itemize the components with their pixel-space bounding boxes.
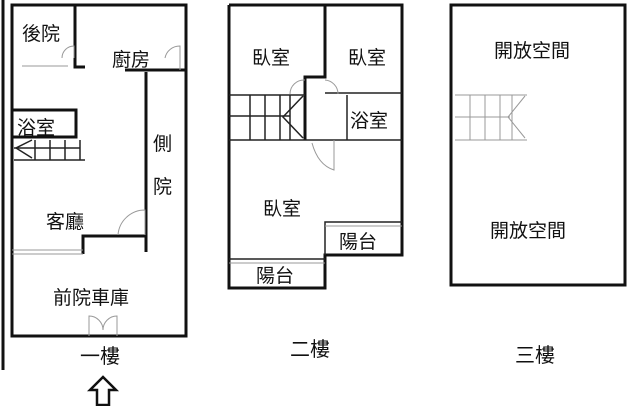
living-room-wall — [81, 234, 146, 254]
floor-2-plan: 臥室 臥室 浴室 臥室 陽台 陽台 二樓 — [227, 3, 404, 361]
room-label-bedroom-1: 臥室 — [252, 47, 290, 69]
room-label-living-room: 客廳 — [46, 211, 84, 233]
room-label-open-space-1: 開放空間 — [494, 40, 570, 62]
garage-door — [88, 315, 118, 336]
room-label-bathroom: 浴室 — [17, 117, 55, 139]
back-yard-door — [61, 45, 75, 59]
floor-1-outline — [10, 3, 188, 338]
room-label-bedroom-3: 臥室 — [263, 198, 301, 220]
floor-2-title: 二樓 — [290, 337, 330, 361]
entrance-arrow-icon — [86, 375, 120, 406]
room-label-bathroom-2: 浴室 — [350, 110, 388, 132]
floor-3-title: 三樓 — [515, 343, 555, 367]
room-label-open-space-2: 開放空間 — [490, 220, 566, 242]
floor-1-title: 一樓 — [80, 344, 120, 368]
back-yard-wall — [73, 5, 85, 69]
room-label-front-garage: 前院車庫 — [53, 287, 129, 309]
kitchen-door — [164, 45, 181, 70]
bedroom-doors — [289, 79, 339, 95]
floor-3-plan: 開放空間 開放空間 三樓 — [449, 3, 627, 367]
bedroom-wall — [303, 5, 327, 140]
floor-3-outline — [449, 3, 627, 287]
stairs-floor-3 — [455, 94, 527, 141]
room-label-back-yard: 後院 — [22, 23, 60, 45]
room-label-side-yard-1: 側 — [153, 133, 172, 155]
room-label-bedroom-2: 臥室 — [348, 47, 386, 69]
stairs-floor-1 — [14, 139, 85, 161]
room-label-balcony-left: 陽台 — [256, 265, 294, 287]
living-room-door — [117, 209, 146, 236]
bathroom-1-wall — [10, 108, 78, 139]
room-label-kitchen: 廚房 — [112, 48, 150, 71]
bedroom-3-door — [311, 140, 335, 171]
balcony-right-wall — [324, 221, 402, 255]
room-label-balcony-right: 陽台 — [339, 231, 377, 253]
floor-1-plan: 後院 廚房 浴室 側 院 客廳 前院車庫 一樓 — [10, 3, 188, 406]
room-label-side-yard-2: 院 — [153, 176, 172, 198]
stairs-floor-2 — [229, 95, 304, 140]
